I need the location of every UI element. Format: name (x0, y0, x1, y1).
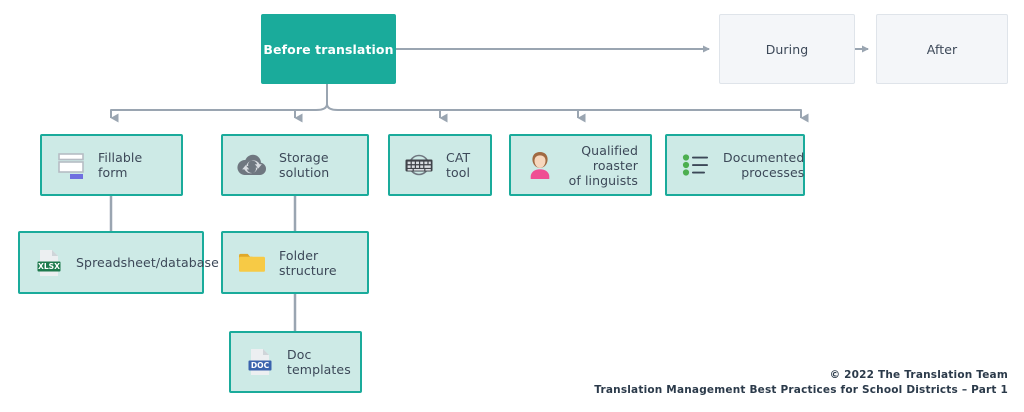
branch-label-cat-tool: CAT tool (446, 150, 471, 180)
person-icon (523, 148, 557, 182)
folder-icon (235, 246, 269, 280)
stage-box-before-translation[interactable]: Before translation (261, 14, 396, 84)
branch-box-qualified-linguists[interactable]: Qualified roaster of linguists (509, 134, 652, 196)
branch-label-qualified-linguists: Qualified roaster of linguists (567, 143, 638, 188)
branch-label-storage-solution: Storage solution (279, 150, 330, 180)
doc-badge-text: DOC (251, 361, 270, 370)
footer-line-copyright: © 2022 The Translation Team (829, 369, 1008, 381)
stage-label-during: During (765, 41, 809, 57)
branch-label-line2: of linguists (568, 172, 638, 188)
doc-file-icon: DOC (243, 345, 277, 379)
branch-bus (110, 103, 802, 111)
branch-box-storage-solution[interactable]: Storage solution (221, 134, 369, 196)
footer-credit: © 2022 The Translation Team Translation … (594, 368, 1008, 398)
stage-box-during[interactable]: During (719, 14, 855, 84)
form-icon (54, 148, 88, 182)
branch-box-cat-tool[interactable]: CAT tool (388, 134, 492, 196)
bullet-list-icon (679, 148, 713, 182)
branch-label-fillable-form: Fillable form (98, 150, 143, 180)
stage-label-after: After (926, 41, 958, 57)
footer-line-title: Translation Management Best Practices fo… (594, 384, 1008, 396)
child-label-doc-templates: Doc templates (287, 347, 351, 377)
xlsx-badge-text: XLSX (38, 262, 60, 271)
stage-label-before: Before translation (263, 41, 394, 57)
child-label-folder-structure: Folder structure (279, 247, 337, 278)
branch-label-line2: processes (741, 165, 805, 180)
keyboard-icon (402, 148, 436, 182)
child-box-spreadsheet-database[interactable]: XLSX Spreadsheet/database (18, 231, 219, 294)
cloud-sync-icon (235, 148, 269, 182)
child-label-spreadsheet-database: Spreadsheet/database (76, 255, 219, 270)
child-box-folder-structure[interactable]: Folder structure (221, 231, 369, 294)
xlsx-file-icon: XLSX (32, 246, 66, 280)
branch-box-fillable-form[interactable]: Fillable form (40, 134, 183, 196)
branch-label-documented-processes: Documented processes (723, 150, 804, 180)
stage-box-after[interactable]: After (876, 14, 1008, 84)
child-box-doc-templates[interactable]: DOC Doc templates (229, 331, 362, 393)
branch-label-line1: Documented (723, 150, 805, 165)
branch-box-documented-processes[interactable]: Documented processes (665, 134, 805, 196)
branch-label-line1: Qualified roaster (581, 142, 638, 173)
